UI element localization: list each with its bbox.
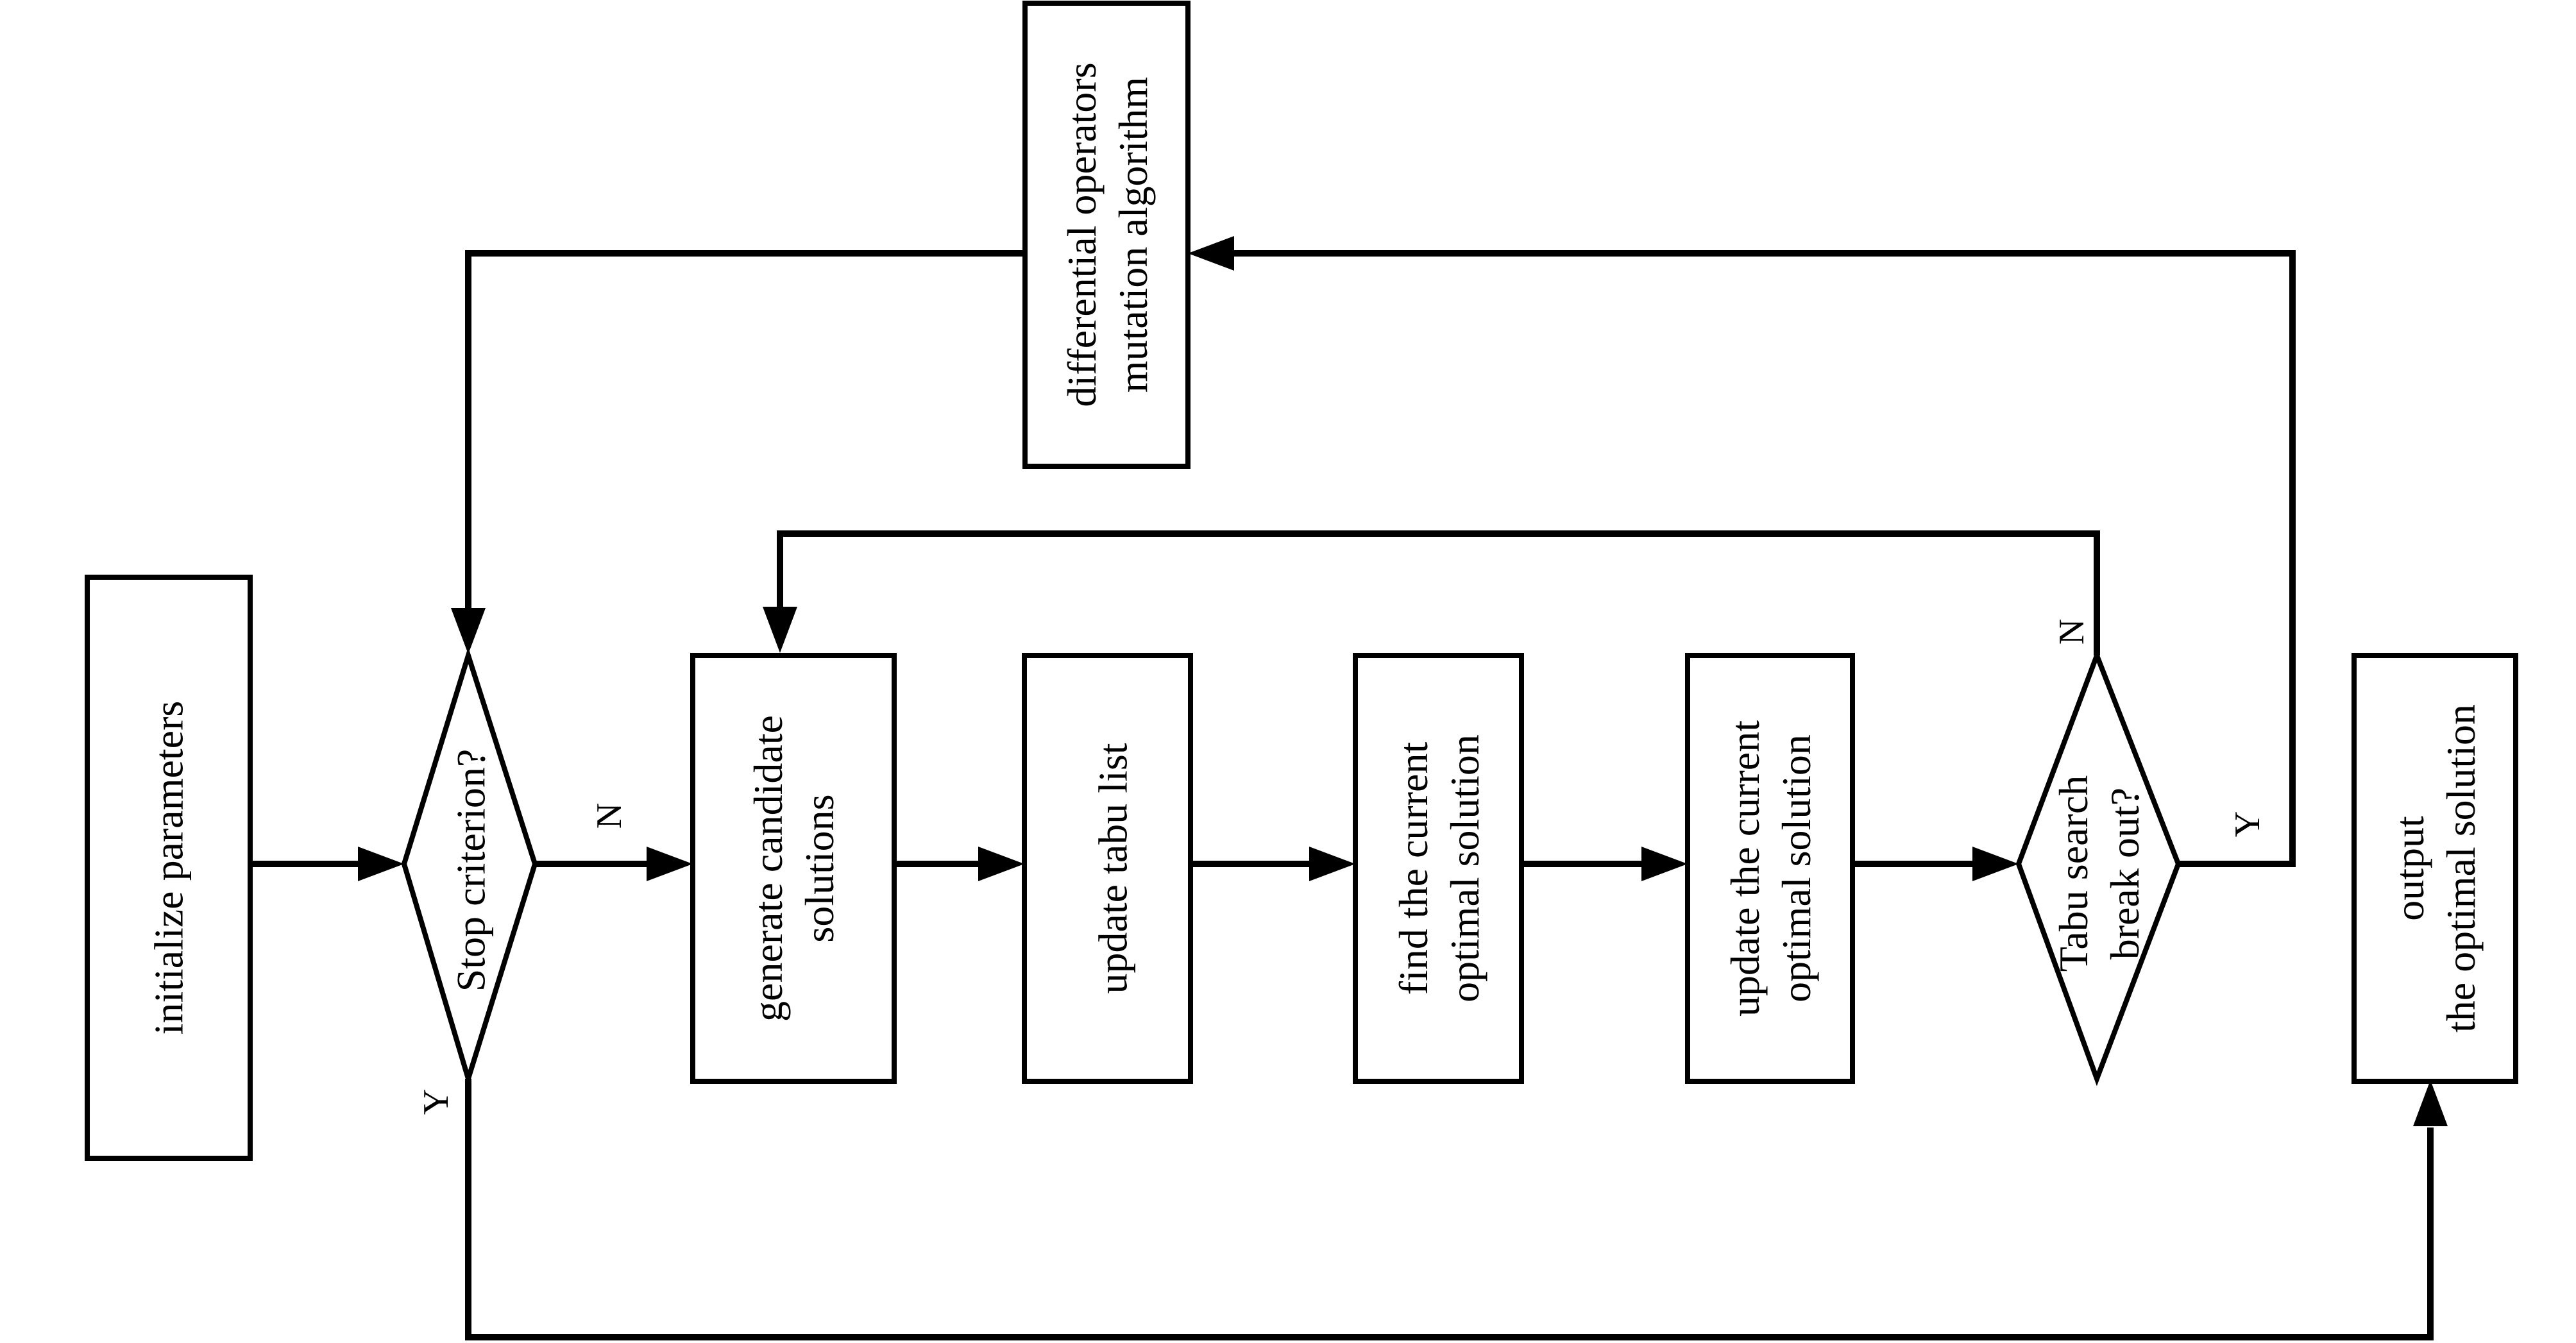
arrowhead xyxy=(978,847,1024,881)
tabu-breakout-label: Tabu search break out? xyxy=(2051,775,2148,972)
mutation-algorithm-label: differential operators mutation algorith… xyxy=(1059,62,1156,407)
update-tabu-list-label: update tabu list xyxy=(1090,743,1136,993)
arrowhead xyxy=(1188,236,1234,271)
output-optimal-solution-label: output the optimal solution xyxy=(2387,704,2484,1033)
connectors xyxy=(250,250,2434,1340)
update-current-optimal-box xyxy=(1685,653,1855,1084)
arrowhead xyxy=(1309,847,1355,881)
find-current-optimal-label: find the current optimal solution xyxy=(1391,734,1487,1002)
arrowhead xyxy=(763,607,797,653)
svg-text:find the current: find the current xyxy=(1391,742,1436,995)
update-tabu-list-box xyxy=(1022,653,1193,1084)
stop-criterion-label: Stop criterion? xyxy=(448,749,494,992)
initialize-parameters-box xyxy=(85,575,253,1161)
svg-text:solutions: solutions xyxy=(797,794,842,942)
svg-text:optimal solution: optimal solution xyxy=(1774,734,1819,1002)
svg-text:optimal solution: optimal solution xyxy=(1442,734,1487,1002)
stop-no-label: N xyxy=(589,803,629,829)
generate-candidate-solutions-box xyxy=(690,653,897,1084)
svg-text:mutation algorithm: mutation algorithm xyxy=(1110,77,1156,393)
output-optimal-solution-box xyxy=(2351,653,2518,1084)
edge-mutation-to-stop xyxy=(465,250,1025,614)
arrowheads xyxy=(358,236,2448,1126)
svg-text:output: output xyxy=(2387,816,2432,921)
mutation-algorithm-box xyxy=(1022,1,1191,469)
tabu-breakout-diamond xyxy=(2015,648,2182,1086)
svg-text:differential operators: differential operators xyxy=(1059,62,1105,407)
arrowhead xyxy=(358,847,404,881)
svg-text:the optimal solution: the optimal solution xyxy=(2438,704,2484,1033)
stop-yes-label: Y xyxy=(416,1089,456,1115)
breakout-yes-label: Y xyxy=(2228,811,2267,837)
edge-stop-yes-to-output xyxy=(465,1079,2434,1340)
find-current-optimal-box xyxy=(1353,653,1524,1084)
svg-text:generate candidate: generate candidate xyxy=(745,715,791,1022)
update-current-optimal-label: update the current optimal solution xyxy=(1722,720,1819,1017)
arrowhead xyxy=(1641,847,1688,881)
breakout-no-label: N xyxy=(2052,619,2092,645)
edge-breakout-yes-to-mutation xyxy=(1234,250,2296,867)
svg-text:break out?: break out? xyxy=(2102,788,2148,959)
edge-breakout-no-loop xyxy=(777,530,2100,655)
svg-text:Tabu search: Tabu search xyxy=(2051,775,2096,972)
arrowhead xyxy=(1972,847,2019,881)
arrowhead xyxy=(451,608,486,654)
generate-candidate-solutions-label: generate candidate solutions xyxy=(745,715,842,1022)
initialize-parameters-label: initialize parameters xyxy=(146,701,192,1035)
svg-text:update the current: update the current xyxy=(1722,720,1768,1017)
arrowhead xyxy=(2413,1080,2448,1126)
stop-criterion-diamond xyxy=(401,646,538,1088)
arrowhead xyxy=(647,847,693,881)
